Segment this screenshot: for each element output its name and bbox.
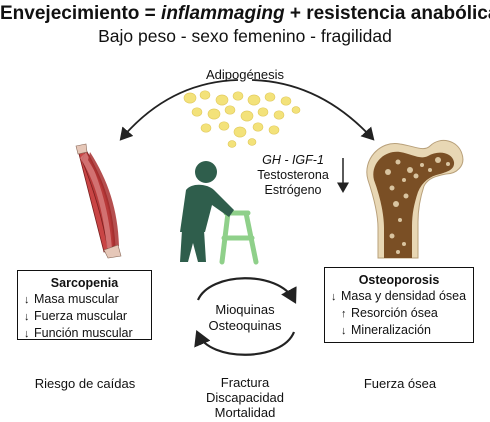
fat-cell-icon xyxy=(291,106,301,114)
fat-cell-icon xyxy=(247,94,261,106)
osteoporosis-item-text: Mineralización xyxy=(351,323,431,337)
page-title: Envejecimiento = inflammaging + resisten… xyxy=(0,3,490,25)
bone-pore-icon xyxy=(393,201,399,207)
bone-pore-icon xyxy=(385,169,391,175)
adipogenesis-label: Adipogénesis xyxy=(205,67,285,82)
arrow-icon: ↓ xyxy=(341,325,347,337)
bone-icon xyxy=(366,139,464,259)
sarcopenia-title: Sarcopenia xyxy=(50,276,119,290)
arc-arrow-right xyxy=(251,79,375,141)
bone-pore-icon xyxy=(389,233,395,239)
fat-cell-icon xyxy=(199,90,211,100)
osteoporosis-item: ↓ Mineralización xyxy=(331,322,467,339)
arrow-icon: ↓ xyxy=(24,294,30,306)
sarcopenia-item: ↓ Función muscular xyxy=(24,325,145,342)
fat-cell-icon xyxy=(280,96,292,106)
title-part-1: Envejecimiento = xyxy=(0,3,162,24)
fat-cell-icon xyxy=(183,92,197,104)
outcome-item: Discapacidad xyxy=(205,390,285,405)
bone-pore-icon xyxy=(389,185,395,191)
cycle-line-1: Mioquinas xyxy=(215,302,275,317)
cycle-line-2: Osteoquinas xyxy=(208,318,282,333)
fat-cell-icon xyxy=(264,92,276,102)
fat-cell-icon xyxy=(227,140,237,148)
fat-cell-icon xyxy=(224,105,236,115)
sarcopenia-item: ↓ Masa muscular xyxy=(24,291,145,308)
osteoporosis-item-text: Masa y densidad ósea xyxy=(341,289,467,303)
hormone-line-1: GH - IGF-1 xyxy=(262,153,324,167)
fat-cell-icon xyxy=(218,121,230,131)
fat-cell-icon xyxy=(247,138,257,146)
elderly-walker-icon xyxy=(180,161,259,265)
arrow-icon: ↓ xyxy=(331,291,337,303)
title-part-2: inflammaging xyxy=(161,3,285,24)
arrow-icon: ↓ xyxy=(24,311,30,323)
hormones-label: GH - IGF-1 Testosterona Estrógeno xyxy=(248,153,338,198)
sarcopenia-item-text: Función muscular xyxy=(34,326,133,340)
fall-risk-label: Riesgo de caídas xyxy=(34,376,136,391)
sarcopenia-item: ↓ Fuerza muscular xyxy=(24,308,145,325)
bone-strength-label: Fuerza ósea xyxy=(363,376,437,391)
cycle-label: Mioquinas Osteoquinas xyxy=(195,302,295,334)
bone-pore-icon xyxy=(413,173,419,179)
muscle-icon xyxy=(75,143,122,259)
fat-cell-icon xyxy=(273,110,285,120)
bone-pore-icon xyxy=(395,159,401,165)
hormone-line-2: Testosterona xyxy=(257,168,329,182)
outcome-item: Mortalidad xyxy=(214,405,276,420)
hormone-line-3: Estrógeno xyxy=(264,183,322,197)
bone-pore-icon xyxy=(402,242,406,246)
fat-cell-icon xyxy=(232,91,244,101)
arrow-icon: ↓ xyxy=(24,328,30,340)
arc-arrow-left xyxy=(119,79,239,141)
osteoporosis-box: Osteoporosis ↓ Masa y densidad ósea ↑ Reso… xyxy=(324,267,474,343)
page-subtitle: Bajo peso - sexo femenino - fragilidad xyxy=(98,26,392,46)
bone-pore-icon xyxy=(435,157,441,163)
bone-pore-icon xyxy=(407,167,413,173)
cycle-arrow-top xyxy=(196,277,297,304)
fat-cells-icon xyxy=(183,90,301,148)
fat-cell-icon xyxy=(268,125,280,135)
fat-cell-icon xyxy=(191,107,203,117)
outcome-item: Fractura xyxy=(220,375,270,390)
arrow-icon: ↑ xyxy=(341,308,347,320)
fat-cell-icon xyxy=(215,94,229,106)
title-part-3: + resistencia anabólica xyxy=(284,3,490,24)
bone-pore-icon xyxy=(428,168,432,172)
fat-cell-icon xyxy=(252,122,264,132)
fat-cell-icon xyxy=(240,110,254,122)
fat-cell-icon xyxy=(207,108,221,120)
osteoporosis-item: ↓ Masa y densidad ósea xyxy=(331,288,467,305)
fat-cell-icon xyxy=(233,126,247,138)
fat-cell-icon xyxy=(257,107,269,117)
bone-pore-icon xyxy=(420,163,424,167)
bone-pore-icon xyxy=(402,178,406,182)
cycle-arrow-bottom xyxy=(194,329,296,356)
osteoporosis-title: Osteoporosis xyxy=(358,273,440,287)
osteoporosis-item: ↑ Resorción ósea xyxy=(331,305,467,322)
osteoporosis-item-text: Resorción ósea xyxy=(351,306,438,320)
bone-pore-icon xyxy=(396,250,400,254)
sarcopenia-box: Sarcopenia ↓ Masa muscular ↓ Fuerza muscul… xyxy=(17,270,152,340)
bone-pore-icon xyxy=(403,193,409,199)
sarcopenia-item-text: Masa muscular xyxy=(34,292,119,306)
fat-cell-icon xyxy=(200,123,212,133)
bone-pore-icon xyxy=(446,162,450,166)
outcomes-label: Fractura Discapacidad Mortalidad xyxy=(185,375,305,420)
bone-pore-icon xyxy=(398,218,402,222)
sarcopenia-item-text: Fuerza muscular xyxy=(34,309,128,323)
